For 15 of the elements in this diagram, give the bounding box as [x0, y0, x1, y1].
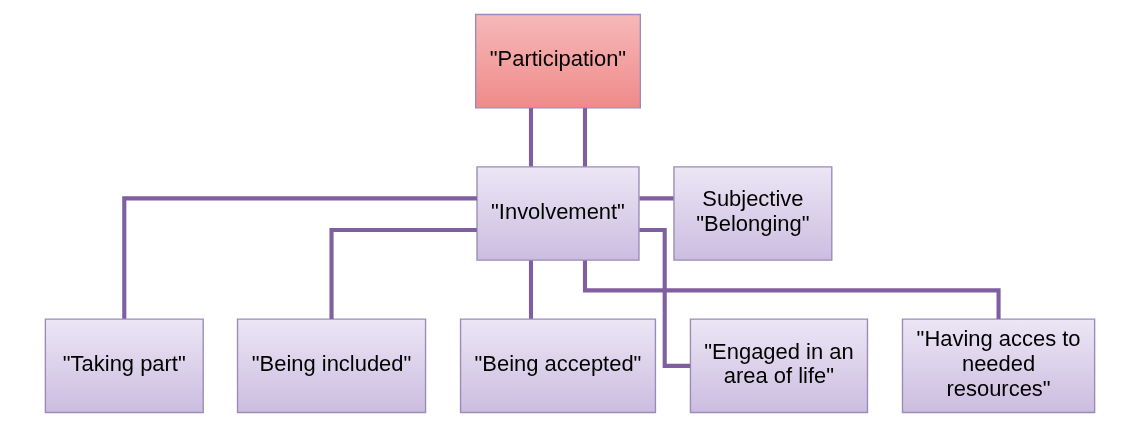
node-box: "Engaged in an area of life": [689, 318, 868, 413]
node-box: "Involvement": [475, 165, 640, 261]
node-box: Subjective "Belonging": [672, 165, 832, 261]
connector: [582, 259, 1001, 319]
connector: [528, 259, 533, 319]
connector: [328, 227, 477, 319]
node-box: "Having acces to needed resources": [901, 318, 1095, 413]
connector: [582, 107, 587, 166]
connector: [528, 107, 533, 166]
node-box: "Being accepted": [459, 318, 656, 413]
node-box: "Participation": [474, 13, 641, 108]
connector: [121, 195, 477, 319]
connector: [639, 195, 674, 200]
node-box: "Taking part": [44, 318, 204, 413]
node-box: "Being included": [236, 318, 426, 413]
